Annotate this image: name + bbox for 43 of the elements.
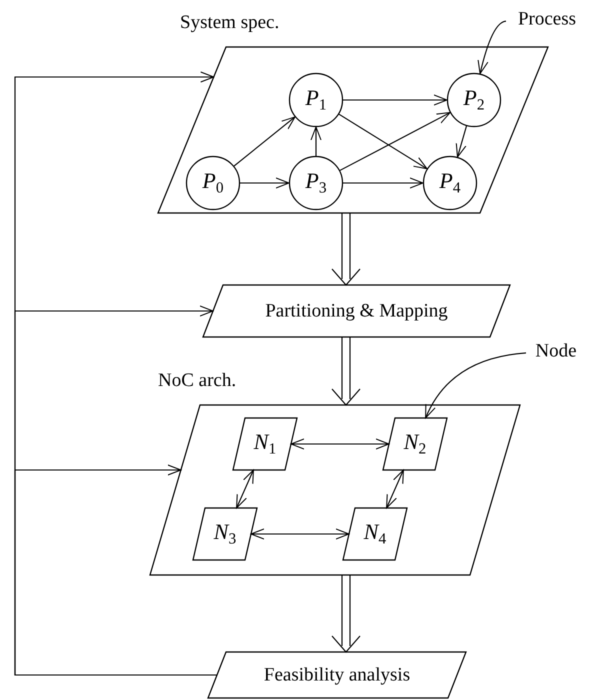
node-label: Feasibility analysis xyxy=(264,666,410,684)
node-label: P$_{3}$ xyxy=(305,170,327,196)
node-label: P$_{2}$ xyxy=(463,87,485,113)
arrow xyxy=(343,94,448,106)
router-parallelogram xyxy=(343,508,407,560)
heading: System spec. xyxy=(180,13,280,32)
arrow xyxy=(343,178,424,188)
double-line-arrow xyxy=(331,212,361,286)
node-label: N$_{3}$ xyxy=(214,521,236,547)
process-circle xyxy=(447,73,501,127)
router-parallelogram xyxy=(193,508,257,560)
node-label: P$_{4}$ xyxy=(439,170,461,196)
router-parallelogram xyxy=(383,418,447,470)
node-label: Process xyxy=(518,10,576,28)
arrow xyxy=(234,116,296,166)
node-label: Partitioning & Mapping xyxy=(265,302,448,320)
node-label: N$_{4}$ xyxy=(364,521,386,547)
arrow xyxy=(310,126,322,156)
double-headed-arrow xyxy=(386,470,404,508)
leader-line xyxy=(425,352,526,418)
node-label: P$_{0}$ xyxy=(202,170,224,196)
arrow xyxy=(338,114,428,170)
router-parallelogram xyxy=(233,418,297,470)
step-parallelogram xyxy=(203,285,510,337)
process-circle xyxy=(186,156,240,210)
heading: NoC arch. xyxy=(158,371,236,390)
double-line-arrow xyxy=(331,336,361,406)
process-circle xyxy=(423,156,477,210)
arrow xyxy=(240,178,290,188)
double-headed-arrow xyxy=(290,438,390,450)
process-circle xyxy=(289,156,343,210)
leader-line xyxy=(478,20,506,74)
node-label: N$_{1}$ xyxy=(254,431,276,457)
node-label: N$_{2}$ xyxy=(404,431,426,457)
process-circle xyxy=(289,73,343,127)
double-line-arrow xyxy=(331,574,361,653)
double-headed-arrow xyxy=(236,470,254,508)
node-label: P$_{1}$ xyxy=(305,87,327,113)
node-label: Node xyxy=(535,342,577,360)
double-headed-arrow xyxy=(250,528,350,540)
step-parallelogram xyxy=(208,652,466,698)
arrow xyxy=(340,112,451,171)
arrow xyxy=(456,126,468,158)
